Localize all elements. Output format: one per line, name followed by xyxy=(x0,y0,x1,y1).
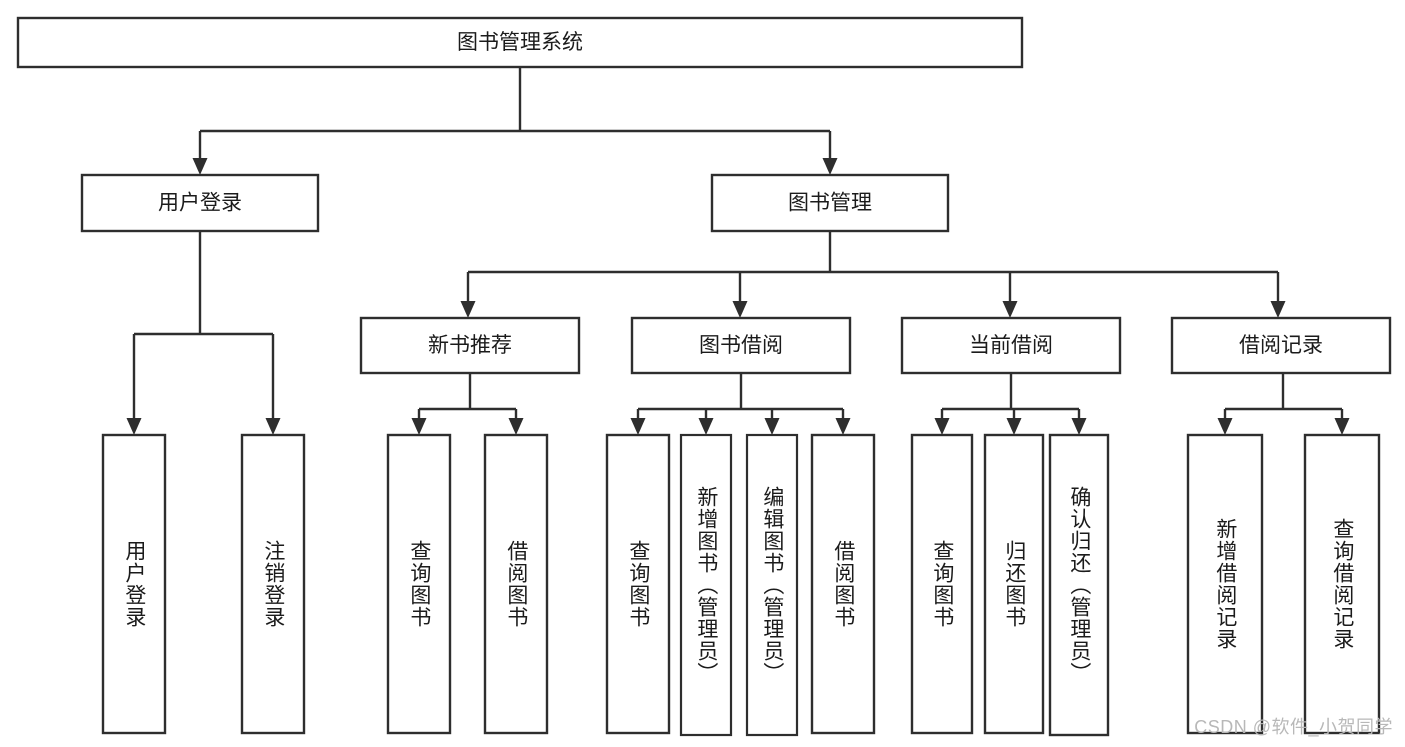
group-1-drop-1-arrowhead xyxy=(698,418,714,435)
root-node-box-label: 图书管理系统 xyxy=(457,31,583,54)
leaf-node-box-10[interactable] xyxy=(1048,433,1110,737)
manage-drop-3-arrowhead xyxy=(1270,301,1286,318)
level2-node-box-1[interactable] xyxy=(710,173,950,233)
leaf-node-box-1[interactable] xyxy=(240,433,306,735)
box-layer xyxy=(16,16,1392,737)
watermark-text: CSDN @软件_小贺同学 xyxy=(1194,717,1393,737)
login-drop-1-arrowhead xyxy=(265,418,281,435)
login-drop-0-arrowhead xyxy=(126,418,142,435)
group-1-drop-3-arrowhead xyxy=(835,418,851,435)
root-drop-0-arrowhead xyxy=(192,158,208,175)
leaf-node-box-3[interactable] xyxy=(483,433,549,735)
level2-node-box-0-label: 用户登录 xyxy=(158,192,242,215)
group-2-drop-0-arrowhead xyxy=(934,418,950,435)
group-2-drop-1-arrowhead xyxy=(1006,418,1022,435)
group-0-drop-1-arrowhead xyxy=(508,418,524,435)
manage-drop-0-arrowhead xyxy=(460,301,476,318)
leaf-node-box-11[interactable] xyxy=(1186,433,1264,735)
level3-node-box-1[interactable] xyxy=(630,316,852,375)
manage-drop-1-arrowhead xyxy=(732,301,748,318)
level3-node-box-0[interactable] xyxy=(359,316,581,375)
leaf-node-box-2[interactable] xyxy=(386,433,452,735)
leaf-node-box-0[interactable] xyxy=(101,433,167,735)
connector-layer xyxy=(126,67,1350,435)
level3-node-box-2-label: 当前借阅 xyxy=(969,334,1053,357)
group-1-drop-0-arrowhead xyxy=(630,418,646,435)
group-2-drop-2-arrowhead xyxy=(1071,418,1087,435)
group-3-drop-1-arrowhead xyxy=(1334,418,1350,435)
manage-drop-2-arrowhead xyxy=(1002,301,1018,318)
leaf-node-box-5[interactable] xyxy=(679,433,733,737)
level2-node-box-1-label: 图书管理 xyxy=(788,192,872,215)
level3-node-box-3[interactable] xyxy=(1170,316,1392,375)
leaf-node-box-7[interactable] xyxy=(810,433,876,735)
level3-node-box-3-label: 借阅记录 xyxy=(1239,334,1323,357)
group-1-drop-2-arrowhead xyxy=(764,418,780,435)
group-0-drop-0-arrowhead xyxy=(411,418,427,435)
leaf-node-box-8[interactable] xyxy=(910,433,974,735)
group-3-drop-0-arrowhead xyxy=(1217,418,1233,435)
root-node-box[interactable] xyxy=(16,16,1024,69)
level3-node-box-0-label: 新书推荐 xyxy=(428,334,512,357)
leaf-node-box-4[interactable] xyxy=(605,433,671,735)
level3-node-box-1-label: 图书借阅 xyxy=(699,334,783,357)
leaf-node-box-12[interactable] xyxy=(1303,433,1381,735)
level3-node-box-2[interactable] xyxy=(900,316,1122,375)
leaf-node-box-9[interactable] xyxy=(983,433,1045,735)
leaf-node-box-6[interactable] xyxy=(745,433,799,737)
level2-node-box-0[interactable] xyxy=(80,173,320,233)
root-drop-1-arrowhead xyxy=(822,158,838,175)
